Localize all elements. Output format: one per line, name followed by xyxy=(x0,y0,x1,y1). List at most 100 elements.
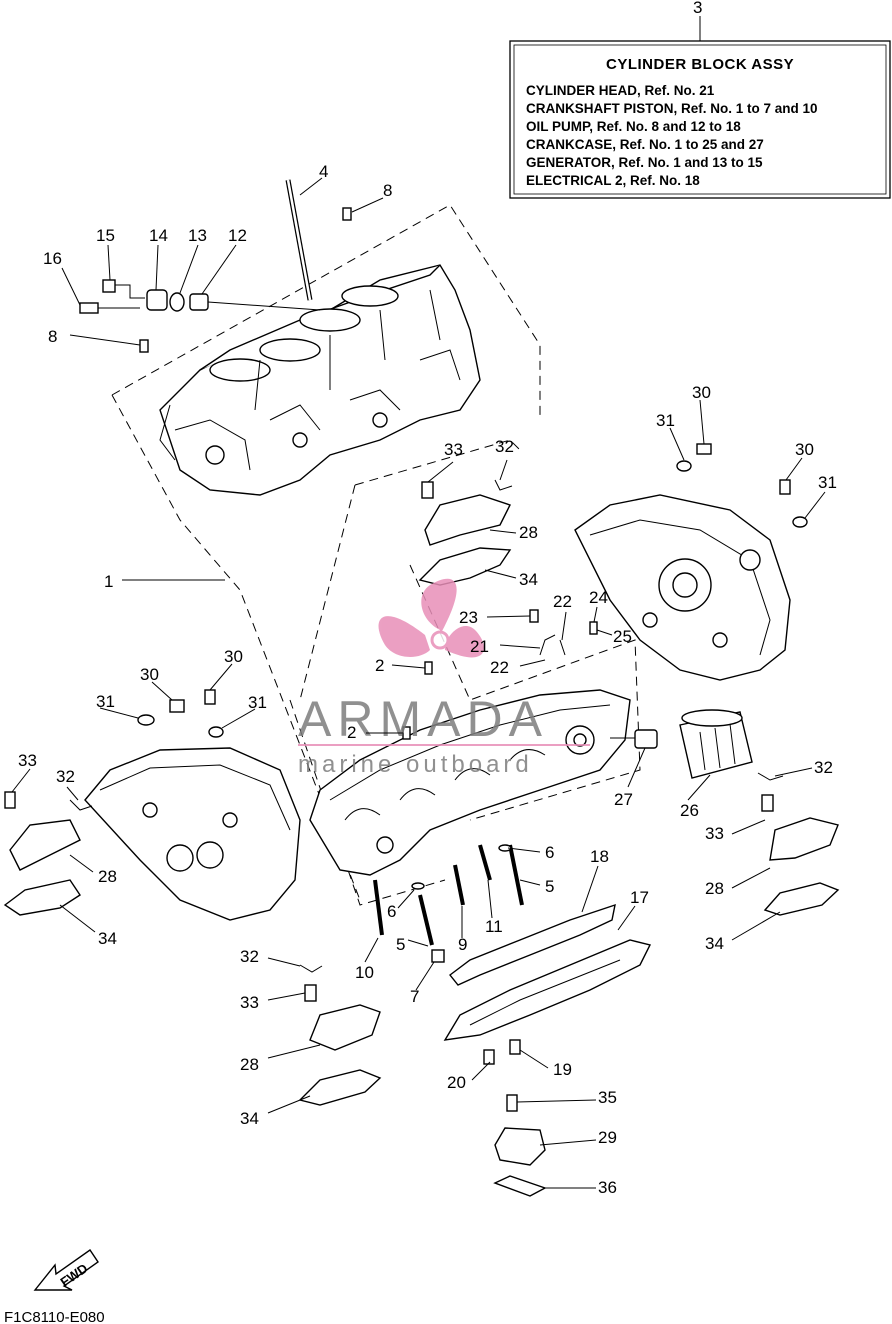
leader-lines xyxy=(11,177,826,1189)
part-label: 32 xyxy=(814,758,833,777)
part-label: 34 xyxy=(98,929,117,948)
callout-ref: 3 xyxy=(693,0,702,17)
bolt xyxy=(204,689,216,705)
part-label: 34 xyxy=(705,934,724,953)
part-label: 30 xyxy=(692,383,711,402)
engine-mount-left xyxy=(3,791,93,916)
part-label: 34 xyxy=(240,1109,259,1128)
part-label: 21 xyxy=(470,637,489,656)
callout-line: CYLINDER HEAD, Ref. No. 21 xyxy=(526,83,715,98)
part-label: 28 xyxy=(98,867,117,886)
left-cover xyxy=(84,747,301,921)
part-label: 28 xyxy=(705,879,724,898)
washer xyxy=(208,726,224,738)
part-label: 30 xyxy=(795,440,814,459)
generator-cover xyxy=(574,494,791,681)
part-label: 34 xyxy=(519,570,538,589)
diagram-code: F1C8110-E080 xyxy=(4,1309,105,1324)
part-label: 23 xyxy=(459,608,478,627)
part-label: 4 xyxy=(319,162,328,181)
engine-mount-right xyxy=(757,772,840,916)
bolt xyxy=(483,1049,495,1065)
part-label: 15 xyxy=(96,226,115,245)
part-label: 33 xyxy=(705,824,724,843)
fwd-arrow: FWD xyxy=(33,1249,99,1291)
part-label: 30 xyxy=(140,665,159,684)
part-label: 18 xyxy=(590,847,609,866)
part-label: 32 xyxy=(56,767,75,786)
part-label: 33 xyxy=(444,440,463,459)
part-label: 8 xyxy=(383,181,392,200)
part-label: 5 xyxy=(545,877,554,896)
part-labels: 4 8 8 16 15 14 13 12 1 2 2 33 32 28 34 2… xyxy=(18,162,837,1197)
part-label: 32 xyxy=(495,437,514,456)
part-label: 24 xyxy=(589,588,608,607)
washer xyxy=(676,460,692,472)
bolt xyxy=(696,443,712,455)
dowel-pin xyxy=(342,207,352,221)
bolt xyxy=(169,699,185,713)
part-label: 31 xyxy=(248,693,267,712)
part-label: 22 xyxy=(553,592,572,611)
part-label: 6 xyxy=(545,843,554,862)
part-label: 25 xyxy=(613,627,632,646)
bolt xyxy=(779,479,791,495)
oil-pressure-switch xyxy=(610,729,658,749)
part-label: 7 xyxy=(410,987,419,1006)
part-label: 33 xyxy=(240,993,259,1012)
callout-title: CYLINDER BLOCK ASSY xyxy=(606,56,794,73)
watermark-brand: ARMADA xyxy=(298,691,548,747)
part-label: 30 xyxy=(224,647,243,666)
part-label: 1 xyxy=(104,572,113,591)
washer xyxy=(137,714,155,726)
part-label: 12 xyxy=(228,226,247,245)
part-label: 6 xyxy=(387,902,396,921)
bracket-assembly xyxy=(493,1094,547,1197)
stud-bolt xyxy=(285,179,313,301)
part-label: 29 xyxy=(598,1128,617,1147)
part-label: 27 xyxy=(614,790,633,809)
callout-line: GENERATOR, Ref. No. 1 and 13 to 15 xyxy=(526,155,763,170)
oil-pan xyxy=(443,939,652,1041)
callout-line: CRANKCASE, Ref. No. 1 to 25 and 27 xyxy=(526,137,764,152)
part-label: 36 xyxy=(598,1178,617,1197)
engine-mount-lower xyxy=(298,964,382,1106)
part-label: 20 xyxy=(447,1073,466,1092)
part-label: 22 xyxy=(490,658,509,677)
part-label: 33 xyxy=(18,751,37,770)
part-label: 26 xyxy=(680,801,699,820)
part-label: 31 xyxy=(656,411,675,430)
washer xyxy=(792,516,808,528)
callout-line: OIL PUMP, Ref. No. 8 and 12 to 18 xyxy=(526,119,741,134)
part-label: 2 xyxy=(375,656,384,675)
part-label: 9 xyxy=(458,935,467,954)
part-label: 31 xyxy=(96,692,115,711)
part-label: 16 xyxy=(43,249,62,268)
crankcase-bolts xyxy=(373,844,524,963)
oil-filter xyxy=(679,709,753,779)
callout-line: CRANKSHAFT PISTON, Ref. No. 1 to 7 and 1… xyxy=(526,101,818,116)
part-label: 11 xyxy=(485,917,503,936)
part-label: 17 xyxy=(630,888,649,907)
part-label: 5 xyxy=(396,935,405,954)
dowel-pin xyxy=(139,339,149,353)
callout-line: ELECTRICAL 2, Ref. No. 18 xyxy=(526,173,700,188)
part-label: 19 xyxy=(553,1060,572,1079)
oil-pipe xyxy=(402,609,598,740)
part-label: 32 xyxy=(240,947,259,966)
crankcase xyxy=(309,689,631,876)
part-label: 10 xyxy=(355,963,374,982)
part-label: 2 xyxy=(347,723,356,742)
callout-box: 3 CYLINDER BLOCK ASSY CYLINDER HEAD, Ref… xyxy=(509,0,891,199)
part-label: 31 xyxy=(818,473,837,492)
oil-pump-parts xyxy=(79,279,321,314)
part-label: 35 xyxy=(598,1088,617,1107)
part-label: 8 xyxy=(48,327,57,346)
engine-mount-upper xyxy=(418,479,513,586)
oil-pan-gasket xyxy=(449,903,616,986)
bolt xyxy=(509,1039,521,1055)
armada-watermark: ARMADA marine outboard xyxy=(298,578,590,778)
part-label: 28 xyxy=(240,1055,259,1074)
cylinder-block xyxy=(159,264,481,496)
